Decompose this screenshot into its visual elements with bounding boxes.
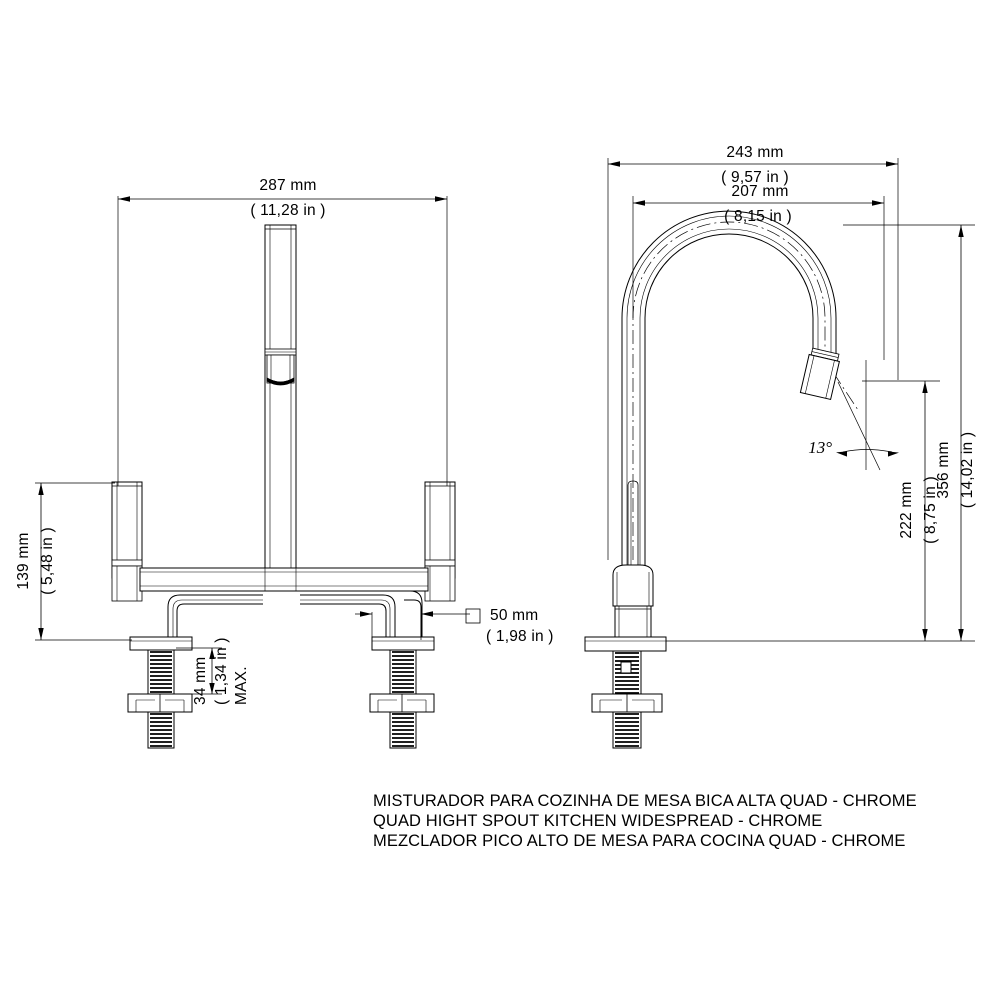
title-block: MISTURADOR PARA COZINHA DE MESA BICA ALT… [373, 792, 917, 850]
dimension-222mm-mm: 222 mm [898, 481, 915, 538]
side-aerator-outlet [799, 347, 840, 401]
dimension-50mm: 50 mm ( 1,98 in ) [355, 607, 554, 645]
side-elevation-view [584, 210, 859, 749]
dimension-356mm-mm: 356 mm [935, 441, 952, 498]
front-body-bar [139, 567, 429, 592]
dimension-139mm: 139 mm ( 5,48 in ) [15, 482, 132, 641]
dimension-356mm: 356 mm ( 14,02 in ) [666, 224, 976, 642]
front-right-handle [424, 481, 456, 602]
front-spout-column [264, 224, 297, 571]
front-left-inlet-tube [167, 594, 263, 641]
dimension-50mm-in: ( 1,98 in ) [486, 628, 554, 645]
dimension-34mm-mm: 34 mm [192, 657, 209, 705]
dimension-139mm-in: ( 5,48 in ) [39, 527, 56, 595]
front-left-handle [111, 481, 143, 602]
dimension-34mm-note: MAX. [233, 666, 250, 705]
dimension-13-degrees-value: 13° [808, 438, 832, 457]
dimension-34mm-max: 34 mm ( 1,34 in ) MAX. [176, 637, 250, 705]
dimension-243mm-mm: 243 mm [726, 144, 783, 161]
dimension-139mm-mm: 139 mm [15, 532, 32, 589]
front-right-inlet-tube [300, 590, 423, 641]
caption-line-en: QUAD HIGHT SPOUT KITCHEN WIDESPREAD - CH… [373, 812, 822, 830]
dimension-207mm-mm: 207 mm [731, 183, 788, 200]
dimension-207mm: 207 mm ( 8,15 in ) [632, 183, 885, 360]
dimension-222mm-in: ( 8,75 in ) [922, 476, 939, 544]
dimension-356mm-in: ( 14,02 in ) [959, 432, 976, 509]
dimension-207mm-in: ( 8,15 in ) [724, 208, 792, 225]
dimension-34mm-in: ( 1,34 in ) [213, 637, 230, 705]
dimension-287mm: 287 mm ( 11,28 in ) [117, 177, 448, 486]
square-symbol-icon [465, 608, 481, 624]
side-mounting-assembly [584, 636, 667, 749]
side-base-body [612, 480, 654, 639]
dimension-243mm-in: ( 9,57 in ) [721, 169, 789, 186]
dimension-13-degrees: 13° [808, 360, 899, 471]
caption-line-pt: MISTURADOR PARA COZINHA DE MESA BICA ALT… [373, 792, 917, 810]
front-left-mounting-assembly [127, 636, 193, 749]
dimension-287mm-mm: 287 mm [259, 177, 316, 194]
dimension-243mm: 243 mm ( 9,57 in ) [607, 144, 899, 560]
dimension-287mm-in: ( 11,28 in ) [250, 202, 325, 219]
caption-line-es: MEZCLADOR PICO ALTO DE MESA PARA COCINA … [373, 832, 905, 850]
dimension-50mm-mm: 50 mm [490, 607, 538, 624]
dimension-222mm: 222 mm ( 8,75 in ) [862, 380, 940, 641]
front-right-mounting-assembly [369, 636, 435, 749]
side-gooseneck [621, 210, 837, 565]
front-elevation-view [111, 224, 456, 749]
